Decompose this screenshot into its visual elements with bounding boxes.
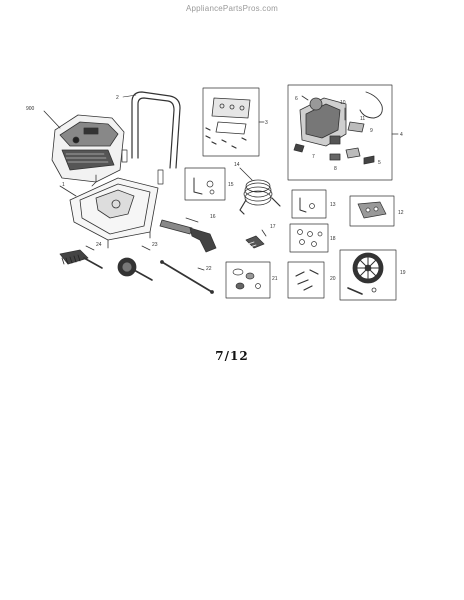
callout-24: 24 [96, 242, 102, 248]
page-number: 7/12 [215, 349, 249, 363]
panel-bracket-box [202, 87, 265, 157]
callout-10: 10 [340, 100, 346, 106]
small-parts-boxes [184, 167, 395, 299]
callout-9: 9 [370, 128, 373, 134]
callout-17: 17 [270, 224, 276, 230]
callout-18: 18 [330, 236, 336, 242]
wheel-kit-box [339, 249, 397, 301]
callout-3: 3 [265, 120, 268, 126]
callout-12: 12 [398, 210, 404, 216]
callout-16: 16 [210, 214, 216, 220]
callout-11: 11 [360, 116, 365, 122]
callout-19: 19 [400, 270, 406, 276]
callout-labels: 900 2 3 6 10 4 11 9 8 5 7 1 14 15 13 12 … [26, 95, 406, 282]
spray-nozzle [245, 229, 267, 249]
callout-6: 6 [295, 96, 298, 102]
callout-5: 5 [378, 160, 381, 166]
watermark: AppliancePartsPros.com [186, 4, 278, 13]
callout-8: 8 [334, 166, 337, 172]
callout-2: 2 [116, 95, 119, 101]
base-frame [59, 177, 159, 249]
handle-frame [121, 91, 181, 185]
callout-15: 15 [228, 182, 234, 188]
callout-1: 1 [62, 182, 65, 188]
callout-23: 23 [152, 242, 158, 248]
callout-7: 7 [312, 154, 315, 160]
pump-assembly-box [287, 84, 399, 181]
spray-gun [159, 217, 217, 253]
callout-20: 20 [330, 276, 336, 282]
callout-21: 21 [272, 276, 278, 282]
callout-13: 13 [330, 202, 336, 208]
callout-22: 22 [206, 266, 212, 272]
engine [43, 110, 125, 187]
accessories [59, 245, 214, 294]
callout-14: 14 [234, 162, 240, 168]
callout-900: 900 [26, 106, 35, 112]
callout-4: 4 [400, 132, 403, 138]
high-pressure-hose [239, 167, 281, 215]
